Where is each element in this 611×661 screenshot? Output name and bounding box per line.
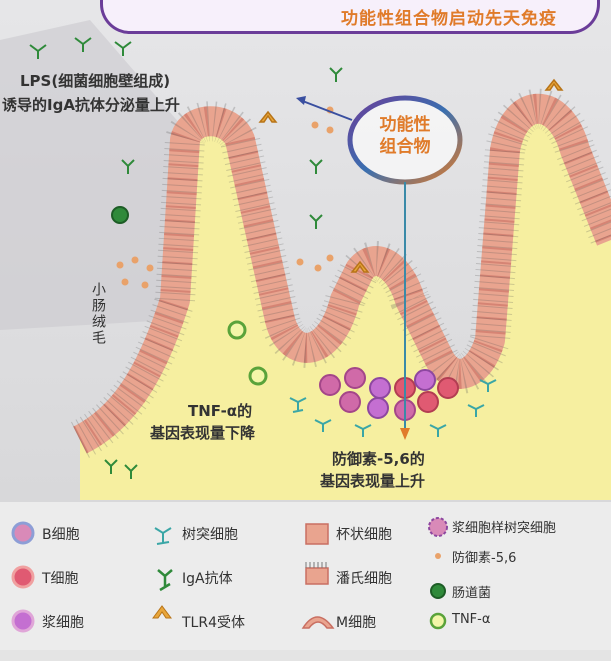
epithelium-band [72, 93, 611, 454]
legend-label: M细胞 [336, 615, 377, 631]
legend-label: IgA抗体 [182, 571, 233, 587]
bottom-bar [0, 650, 611, 661]
legend-item-plasmacytoid-dc: 浆细胞样树突细胞 [452, 517, 556, 536]
defensin-label-line2: 基因表现量上升 [320, 472, 426, 490]
lps-label-line1: LPS(细菌细胞壁组成) [20, 72, 171, 90]
tlr4-receptors [258, 78, 564, 273]
legend-item-tlr4-receptor: TLR4受体 [182, 612, 245, 632]
villi-label: 小肠绒毛 [90, 282, 106, 346]
composition-label-line1: 功能性 [379, 115, 431, 135]
legend-label: 树突细胞 [182, 527, 238, 543]
legend-label: B细胞 [42, 527, 80, 543]
dendritic-cells [289, 379, 497, 437]
legend-item-defensin: 防御素-5,6 [452, 547, 516, 566]
defensin-dots [116, 106, 334, 289]
legend-label: 浆细胞 [42, 615, 84, 631]
legend-label: 浆细胞样树突细胞 [452, 521, 557, 536]
legend-item-m-cell: M细胞 [336, 612, 376, 632]
legend-icons [11, 517, 448, 633]
defensin-label-line1: 防御素-5,6的 [332, 450, 425, 468]
lps-fragments [29, 37, 343, 479]
legend-label: T细胞 [42, 571, 79, 587]
legend-item-goblet-cell: 杯状细胞 [336, 524, 392, 544]
legend-item-b-cell: B细胞 [42, 524, 80, 544]
title-banner: 功能性组合物启动先天免疫 [100, 0, 600, 34]
legend-item-paneth-cell: 潘氏细胞 [336, 568, 392, 588]
legend-label: 杯状细胞 [336, 527, 392, 543]
legend-item-tnf-alpha: TNF-α [452, 612, 490, 627]
legend-item-plasma-cell: 浆细胞 [42, 612, 84, 632]
legend-label: TLR4受体 [182, 615, 245, 631]
lps-label-line2: 诱导的IgA抗体分泌量上升 [2, 96, 180, 114]
composition-label-line2: 组合物 [379, 137, 431, 157]
composition-label: 功能性 组合物 [368, 114, 442, 158]
legend-label: 潘氏细胞 [336, 571, 392, 587]
page-title: 功能性组合物启动先天免疫 [341, 9, 557, 29]
legend-item-dendritic-cell: 树突细胞 [182, 524, 238, 544]
gut-bacteria [111, 206, 129, 224]
tnf-label-line2: 基因表现量下降 [150, 424, 256, 442]
tnf-label-line1: TNF-α的 [188, 402, 253, 420]
legend-label: 肠道菌 [452, 586, 492, 601]
legend-label: 防御素-5,6 [452, 551, 517, 566]
legend-item-t-cell: T细胞 [42, 568, 79, 588]
legend-item-iga-antibody: IgA抗体 [182, 568, 233, 588]
tnf-alpha-circles [227, 320, 268, 386]
legend-item-gut-bacteria: 肠道菌 [452, 582, 491, 601]
legend-label: TNF-α [452, 612, 491, 627]
